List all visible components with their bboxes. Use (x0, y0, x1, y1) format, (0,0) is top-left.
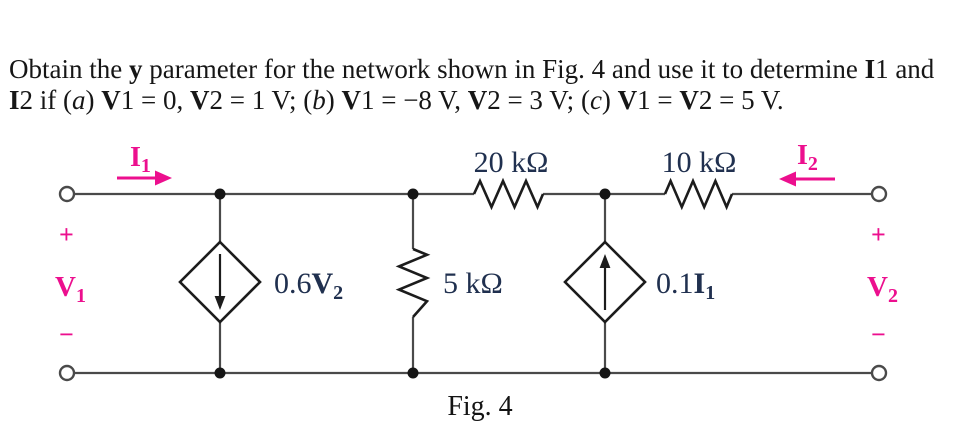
text-run: 2 = 3 V; ( (487, 85, 590, 115)
text-run: V (467, 85, 488, 115)
arrow-up-icon (599, 254, 611, 310)
resistor-5k-icon (395, 247, 431, 318)
resistor-10k-label: 10 kΩ (662, 146, 737, 179)
terminal-top-left (58, 185, 76, 203)
text-run: 1 = −8 V, (360, 85, 468, 115)
text-run: 2 = 1 V; ( (209, 85, 313, 115)
v1-plus-sign: + (59, 220, 74, 249)
node-dot (407, 367, 419, 379)
node-dot (599, 367, 611, 379)
voltage-v1-label: V1 (55, 271, 86, 307)
problem-line-1: Obtain the y parameter for the network s… (9, 54, 965, 85)
resistor-20k-icon (472, 177, 545, 211)
text-run: b (312, 85, 326, 115)
v1-minus-sign: − (59, 320, 74, 349)
text-run: ) (601, 85, 618, 115)
current-arrow-right-icon (117, 170, 172, 186)
text-run: V (617, 85, 638, 115)
cccs-value-label: 0.1I1 (656, 267, 715, 304)
resistor-5k-label: 5 kΩ (443, 267, 503, 300)
text-run: ) (325, 85, 342, 115)
problem-statement: Obtain the y parameter for the network s… (9, 54, 965, 116)
node-dot (214, 188, 226, 200)
voltage-v2-label: V2 (867, 271, 898, 307)
terminal-top-right (870, 185, 888, 203)
node-dot (214, 367, 226, 379)
v2-plus-sign: + (871, 220, 886, 249)
node-dot (407, 188, 419, 200)
text-run: 1 = (637, 85, 680, 115)
problem-line-2: I2 if (a) V1 = 0, V2 = 1 V; (b) V1 = −8 … (9, 85, 965, 116)
text-run: I (864, 54, 876, 84)
current-i1-label: I1 (130, 142, 151, 177)
figure-caption: Fig. 4 (447, 391, 512, 422)
arrow-down-icon (214, 254, 226, 310)
v2-minus-sign: − (871, 320, 886, 349)
text-run: V (679, 85, 699, 115)
text-run: ) (85, 85, 102, 115)
text-run: V (189, 85, 210, 115)
resistor-10k-icon (663, 177, 734, 211)
current-arrow-left-icon (779, 171, 835, 187)
current-i2-label: I2 (797, 140, 818, 175)
text-run: V (101, 85, 121, 115)
text-run: 1 = 0, (120, 85, 190, 115)
vccs-value-label: 0.6V2 (274, 267, 343, 304)
terminal-bottom-left (58, 364, 76, 382)
text-run: 1 and (875, 54, 935, 84)
text-run: a (72, 85, 86, 115)
terminal-bottom-right (870, 364, 888, 382)
text-run: parameter for the network shown in Fig. … (142, 54, 865, 84)
text-run: I (9, 85, 20, 115)
text-run: V (341, 85, 361, 115)
resistor-20k-label: 20 kΩ (474, 146, 549, 179)
text-run: 2 = 5 V. (698, 85, 784, 115)
text-run: 2 if ( (19, 85, 72, 115)
node-dots (214, 188, 611, 379)
node-dot (599, 188, 611, 200)
text-run: c (589, 85, 602, 115)
text-run: y (128, 54, 143, 84)
text-run: Obtain the (9, 54, 129, 84)
